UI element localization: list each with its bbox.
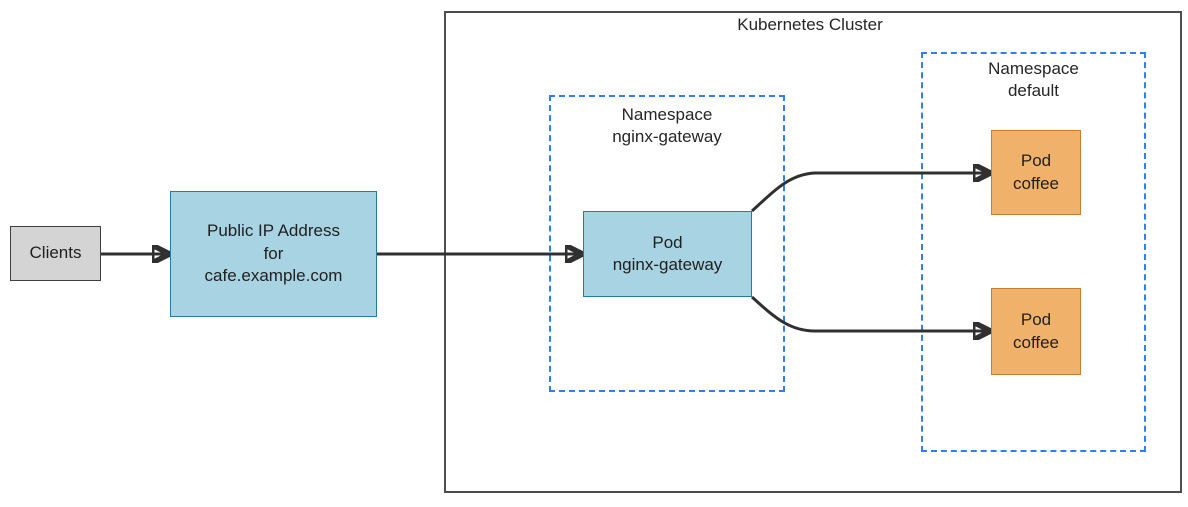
node-pod-coffee-top[interactable]: Pod coffee <box>991 130 1081 215</box>
node-pod-coffee-bottom[interactable]: Pod coffee <box>991 288 1081 375</box>
namespace-label-default: Namespace default <box>988 59 1079 101</box>
node-pod-nginx-gateway[interactable]: Pod nginx-gateway <box>583 211 752 297</box>
namespace-label-nginx-gateway: Namespace nginx-gateway <box>612 105 722 147</box>
node-clients[interactable]: Clients <box>10 226 101 281</box>
edge-pod-gateway-to-pod-coffee-top <box>750 173 989 213</box>
namespace-boundary-default <box>921 52 1146 452</box>
cluster-title: Kubernetes Cluster <box>737 15 883 34</box>
namespace-boundary-nginx-gateway <box>549 95 785 392</box>
edge-pod-gateway-to-pod-coffee-bottom <box>750 295 989 331</box>
node-public-ip-address[interactable]: Public IP Address for cafe.example.com <box>170 191 377 317</box>
